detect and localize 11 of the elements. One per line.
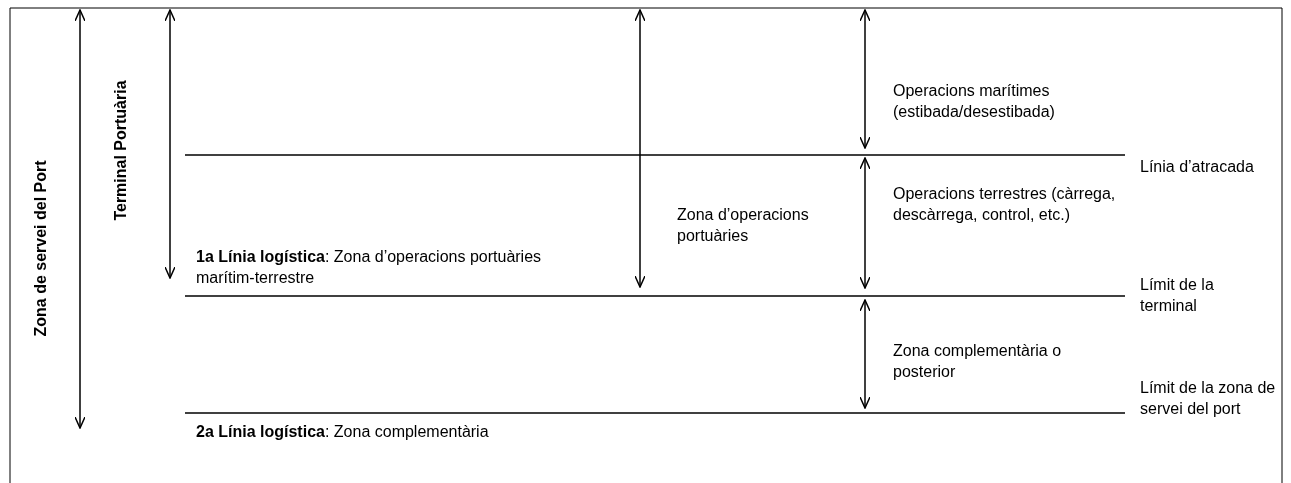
line-label: Línia d’atracada (1140, 157, 1255, 177)
zone-label: Operacions marítimes (estibada/desestibada) (893, 81, 1056, 122)
line-label: Límit de la zona de servei del port (1140, 378, 1277, 419)
zone-label: Zona complementària o posterior (893, 341, 1063, 382)
zone-label: 2a Línia logística: Zona complementària (196, 422, 490, 442)
zone-title: Terminal Portuària (110, 79, 130, 221)
zone-label: Zona d’operacions portuàries (677, 205, 810, 246)
zone-title: Zona de servei del Port (30, 159, 50, 337)
zone-label: Operacions terrestres (càrrega, descàrrega, control, etc.) (893, 184, 1117, 225)
zone-label: 1a Línia logística: Zona d’operacions portuàries marítim-terrestre (196, 247, 543, 288)
line-label: Límit de la terminal (1140, 275, 1215, 316)
